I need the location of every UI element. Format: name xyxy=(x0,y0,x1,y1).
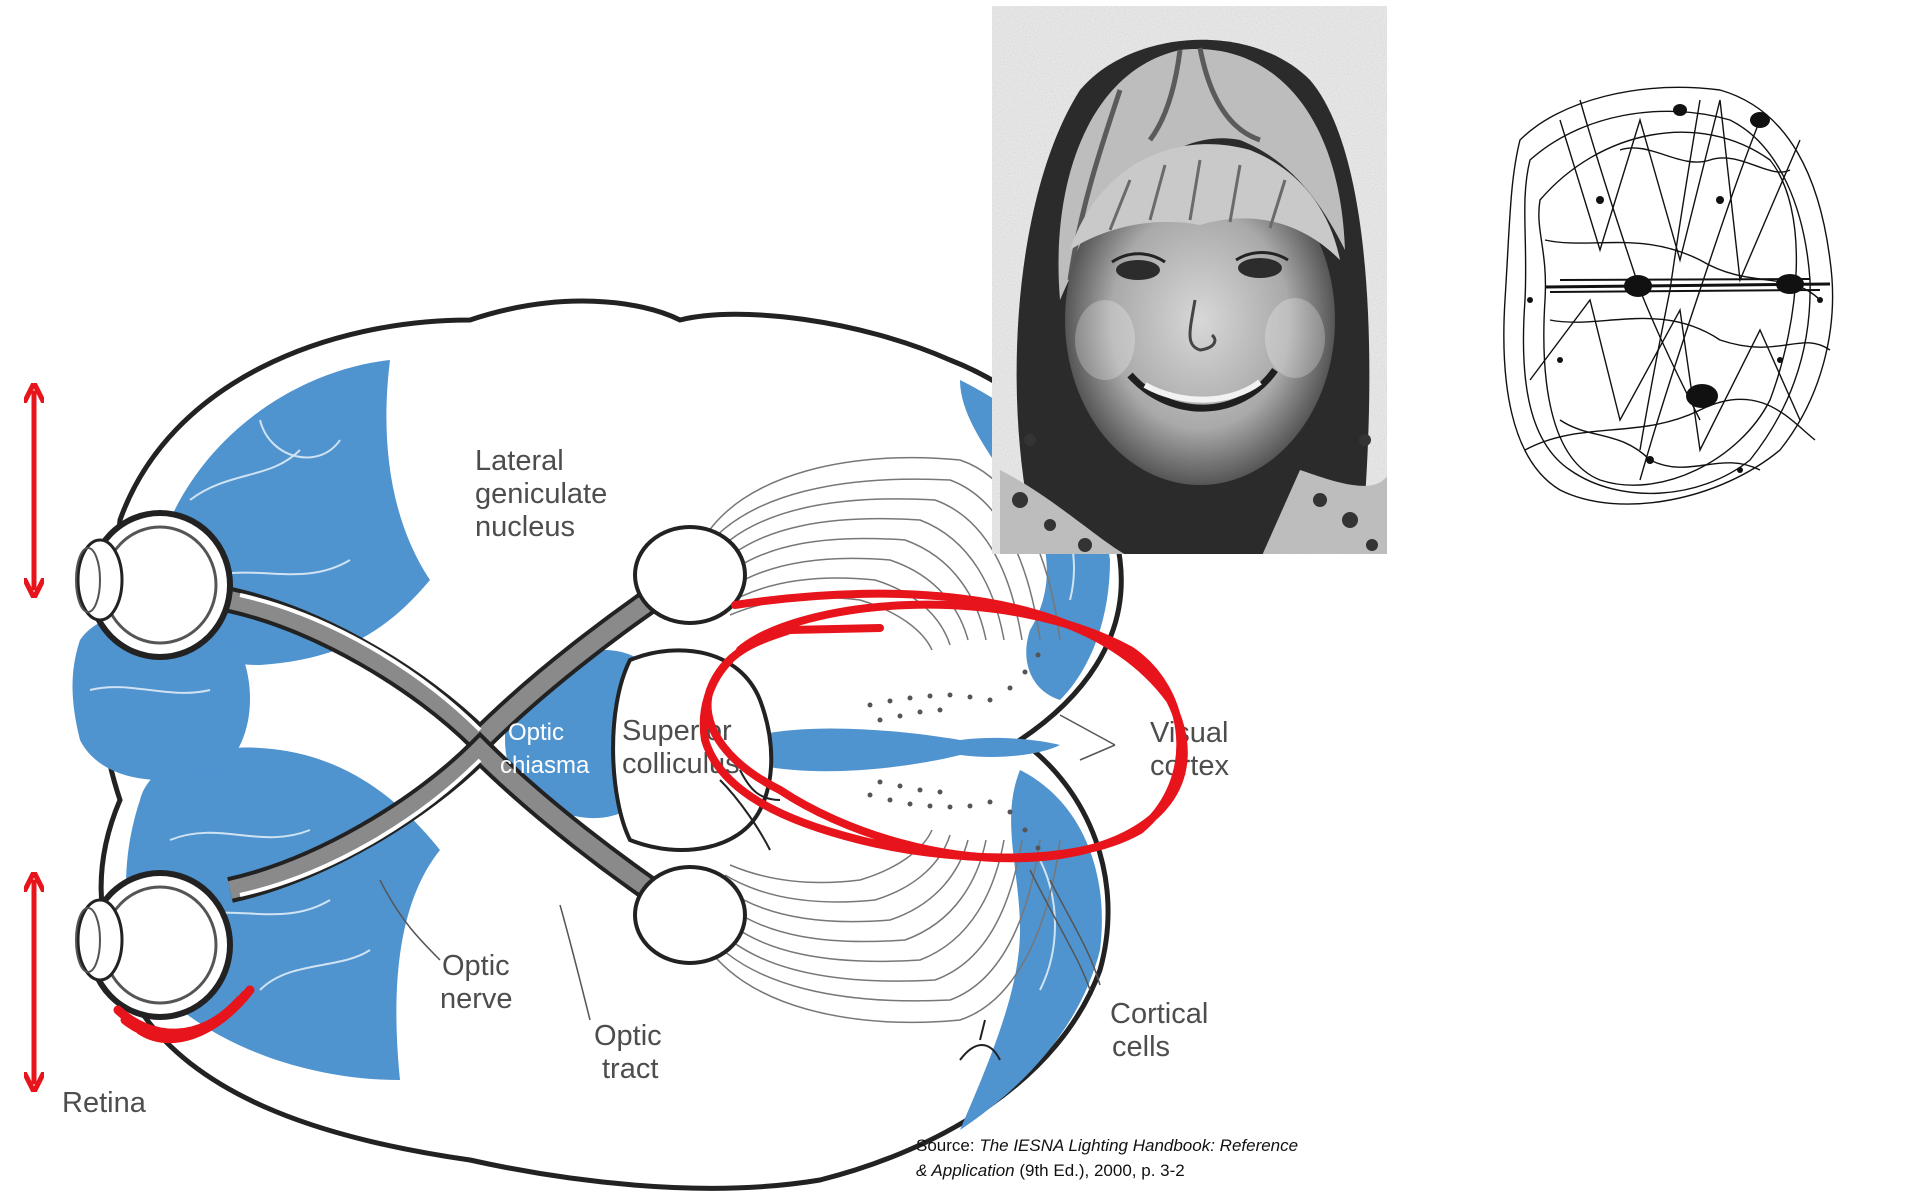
child-face-photo xyxy=(992,6,1390,560)
svg-text:Optic: Optic xyxy=(442,950,510,982)
label-visual-cortex: Visual cortex xyxy=(1150,717,1229,782)
svg-text:nucleus: nucleus xyxy=(475,511,575,543)
source-line-2: & Application (9th Ed.), 2000, p. 3-2 xyxy=(916,1158,1436,1183)
label-optic-tract: Optic tract xyxy=(594,1020,662,1085)
svg-text:cortex: cortex xyxy=(1150,750,1229,782)
svg-text:nerve: nerve xyxy=(440,983,513,1015)
lateral-geniculate-nucleus-lower xyxy=(635,867,745,963)
svg-text:cells: cells xyxy=(1112,1031,1170,1063)
eye-movement-scanpath xyxy=(1504,87,1833,504)
source-line-1: Source: The IESNA Lighting Handbook: Ref… xyxy=(916,1133,1436,1158)
svg-text:Cortical: Cortical xyxy=(1110,998,1208,1030)
svg-text:Lateral: Lateral xyxy=(475,445,564,477)
svg-text:geniculate: geniculate xyxy=(475,478,607,510)
label-retina: Retina xyxy=(62,1087,147,1119)
label-optic-nerve: Optic nerve xyxy=(440,950,513,1015)
source-citation: Source: The IESNA Lighting Handbook: Ref… xyxy=(916,1133,1436,1183)
svg-text:Visual: Visual xyxy=(1150,717,1228,749)
svg-text:tract: tract xyxy=(602,1053,658,1085)
svg-text:Optic: Optic xyxy=(508,719,564,746)
svg-text:Optic: Optic xyxy=(594,1020,662,1052)
svg-text:chiasma: chiasma xyxy=(500,752,590,779)
lateral-geniculate-nucleus-upper xyxy=(635,527,745,623)
label-cortical-cells: Cortical cells xyxy=(1110,998,1208,1063)
